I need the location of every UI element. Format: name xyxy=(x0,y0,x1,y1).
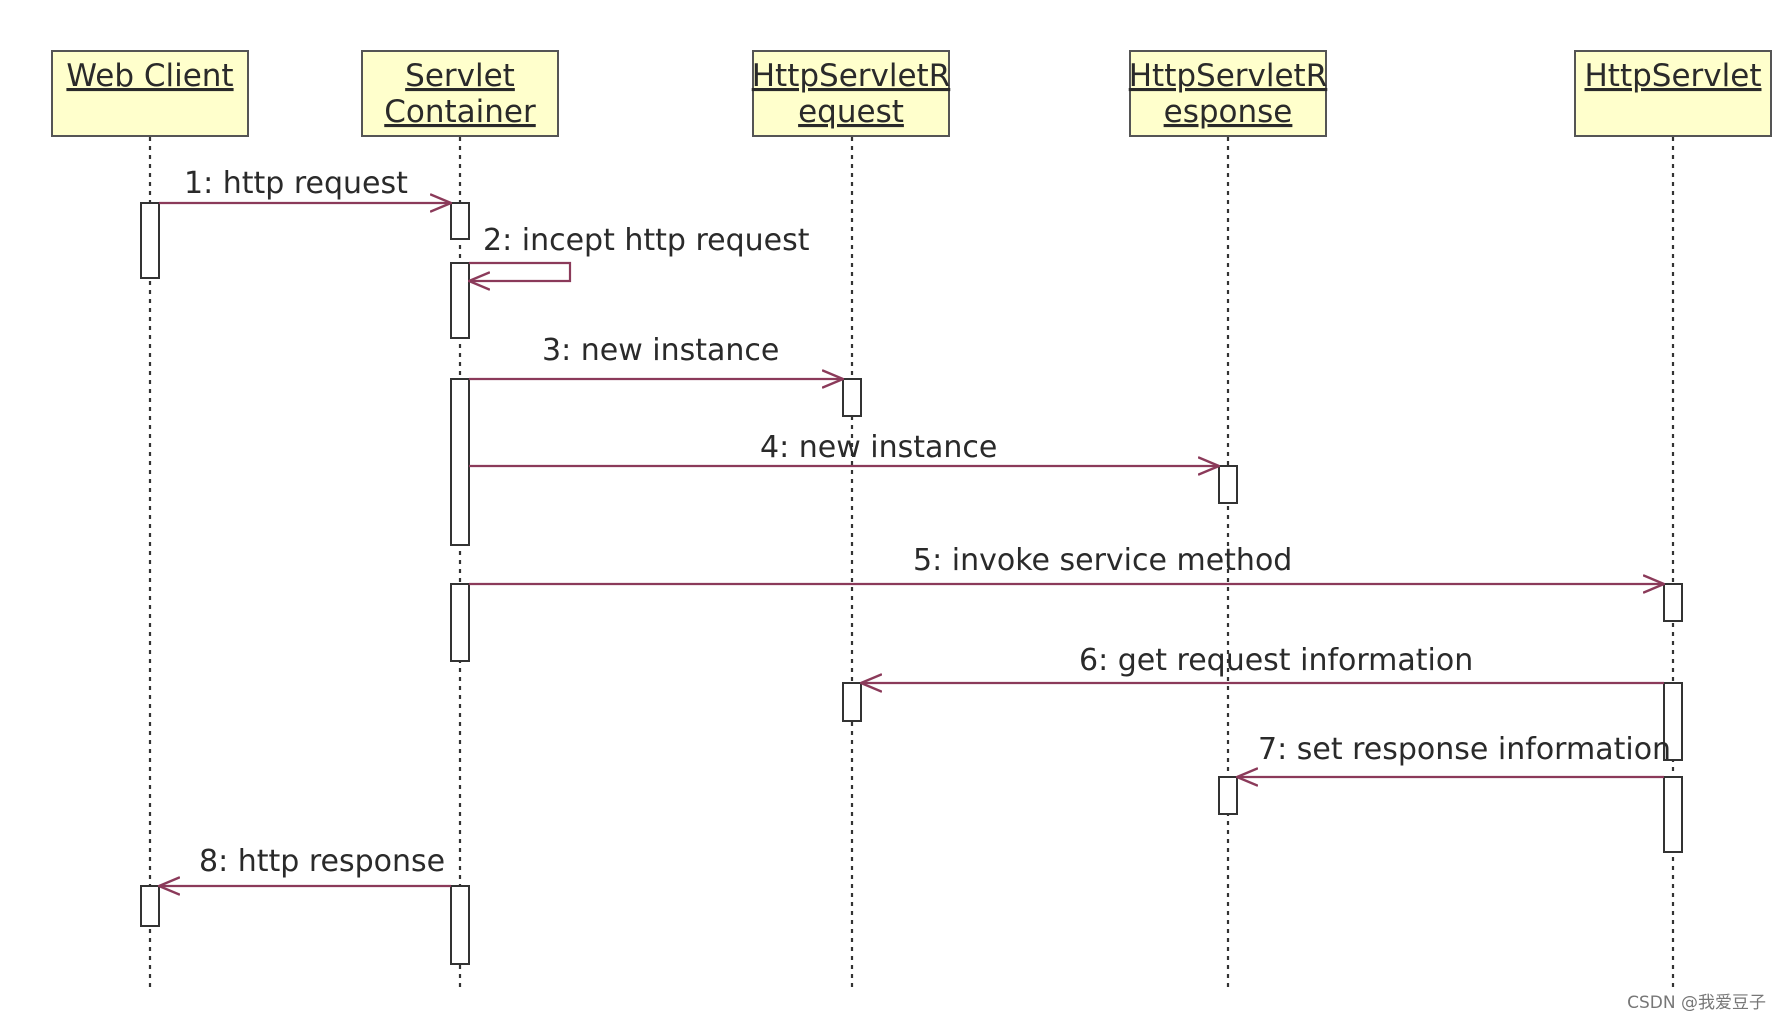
activation-http-servlet-3 xyxy=(1663,776,1683,853)
header-http-servlet-response: HttpServletR esponse xyxy=(1129,50,1328,137)
activation-http-servlet-request-1 xyxy=(842,378,862,417)
activation-web-client-2 xyxy=(140,885,160,927)
activation-http-servlet-response-2 xyxy=(1218,776,1238,815)
activation-web-client-1 xyxy=(140,202,160,279)
header-servlet-container-title-line1: Servlet xyxy=(405,58,515,94)
message-label-8: 8: http response xyxy=(199,844,445,879)
message-label-7: 7: set response information xyxy=(1258,732,1671,767)
watermark: CSDN @我爱豆子 xyxy=(1627,993,1766,1013)
activation-http-servlet-1 xyxy=(1663,583,1683,622)
activation-http-servlet-2 xyxy=(1663,682,1683,761)
activation-http-servlet-request-2 xyxy=(842,682,862,722)
header-http-servlet-title: HttpServlet xyxy=(1585,58,1762,94)
activation-http-servlet-response-1 xyxy=(1218,465,1238,504)
activation-servlet-container-1 xyxy=(450,202,470,240)
message-label-4: 4: new instance xyxy=(760,430,997,465)
activation-servlet-container-3 xyxy=(450,378,470,546)
activation-servlet-container-2 xyxy=(450,262,470,339)
header-http-servlet-response-title-line1: HttpServletR xyxy=(1129,58,1328,94)
messages xyxy=(159,203,1664,886)
message-label-3: 3: new instance xyxy=(542,333,779,368)
message-label-6: 6: get request information xyxy=(1079,643,1473,678)
header-web-client-title: Web Client xyxy=(66,58,233,94)
message-label-2: 2: incept http request xyxy=(483,223,810,258)
activation-servlet-container-5 xyxy=(450,885,470,965)
header-http-servlet-request-title-line1: HttpServletR xyxy=(752,58,951,94)
activation-servlet-container-4 xyxy=(450,583,470,662)
header-http-servlet: HttpServlet xyxy=(1574,50,1772,137)
header-http-servlet-request-title-line2: equest xyxy=(798,94,904,130)
lifelines xyxy=(148,137,1675,990)
message-arrow-2 xyxy=(469,261,572,281)
header-http-servlet-request: HttpServletR equest xyxy=(752,50,951,137)
activations xyxy=(140,202,1683,965)
header-servlet-container: Servlet Container xyxy=(361,50,559,137)
header-web-client: Web Client xyxy=(51,50,249,137)
lifeline-headers: Web Client Servlet Container HttpServlet… xyxy=(51,50,1772,137)
message-labels: 1: http request 2: incept http request 3… xyxy=(184,166,1671,879)
message-label-1: 1: http request xyxy=(184,166,408,201)
message-label-5: 5: invoke service method xyxy=(913,543,1292,578)
header-http-servlet-response-title-line2: esponse xyxy=(1164,94,1293,130)
header-servlet-container-title-line2: Container xyxy=(384,94,536,130)
